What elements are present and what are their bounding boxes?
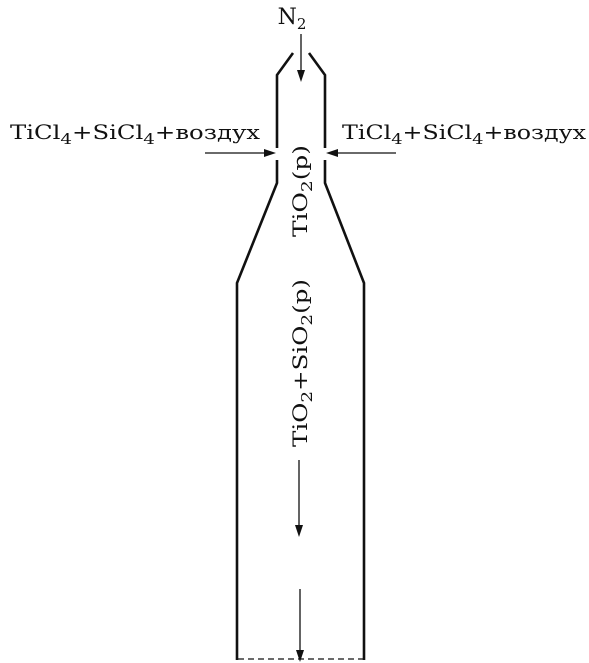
reactor-right-wall-lower: [323, 160, 366, 660]
n2-label: N2: [278, 5, 307, 33]
n2-inlet-arrow: [297, 34, 305, 82]
zone-wide-label: TiO2+SiO2(р): [288, 279, 316, 447]
zone-narrow-label: TiO2(р): [288, 145, 316, 237]
flow-arrow-middle: [295, 460, 303, 537]
reactor-left-wall: [275, 52, 295, 148]
reactor-right-wall: [307, 52, 327, 148]
left-inlet-arrow: [205, 149, 276, 157]
right-inlet-arrow: [326, 149, 396, 157]
flow-arrow-outlet: [296, 589, 304, 662]
reactor-left-wall-lower: [235, 160, 279, 660]
